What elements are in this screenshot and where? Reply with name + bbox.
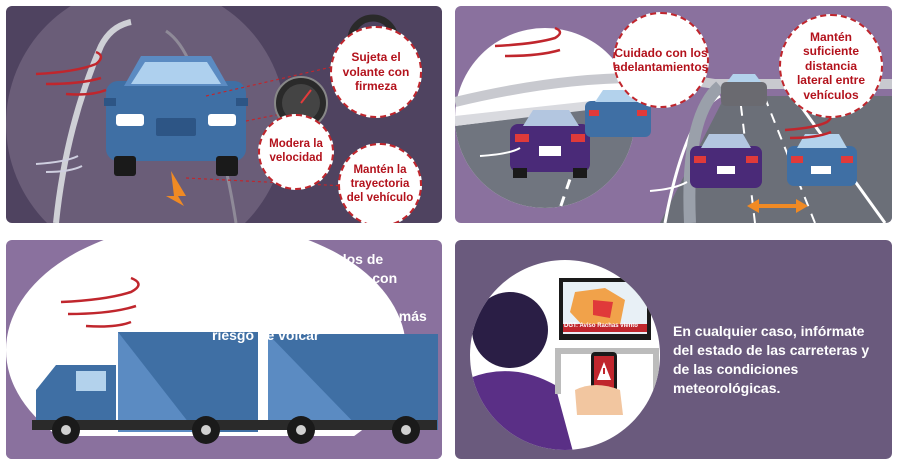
bubble-grip-wheel: Sujeta el volante con firmeza — [330, 26, 422, 118]
wind-icon — [60, 276, 140, 328]
tv-banner-text: DGT: Aviso Rachas viento — [564, 323, 638, 329]
blue-car-right — [787, 134, 857, 186]
wind-icon — [35, 50, 107, 96]
tv-phone-illustration — [470, 260, 660, 450]
car-wind-illustration — [6, 6, 410, 223]
purple-car-right — [690, 134, 762, 188]
double-arrow-icon — [747, 199, 808, 213]
wind-white-icon — [35, 155, 83, 173]
panel-information: DGT: Aviso Rachas viento En cualquier ca… — [455, 240, 892, 459]
bubble-lateral-distance: Mantén suficiente distancia lateral entr… — [779, 14, 883, 118]
panel-overtaking-tips: Cuidado con los adelantamientos Mantén s… — [455, 6, 892, 223]
blue-car-left — [585, 90, 651, 137]
blue-car — [104, 56, 248, 176]
truck-illustration — [6, 240, 442, 459]
grey-car-far — [721, 74, 767, 106]
wind-white-icon — [479, 147, 688, 192]
purple-car-left — [510, 110, 590, 178]
panel-large-vehicles: Si conduces vehículos de grandes dimensi… — [6, 240, 442, 459]
bubble-keep-trajectory: Mantén la trayectoria del vehículo — [338, 143, 422, 223]
bubble-overtaking: Cuidado con los adelantamientos — [613, 12, 709, 108]
large-vehicle-warning-text: Si conduces vehículos de grandes dimensi… — [212, 251, 427, 343]
highway-illustration — [455, 26, 892, 223]
bubble-moderate-speed: Modera la velocidad — [258, 114, 334, 190]
information-text: En cualquier caso, infórmate del estado … — [673, 323, 870, 396]
panel-steering-tips: Sujeta el volante con firmeza Modera la … — [6, 6, 442, 223]
orange-arrow-icon — [166, 171, 186, 206]
